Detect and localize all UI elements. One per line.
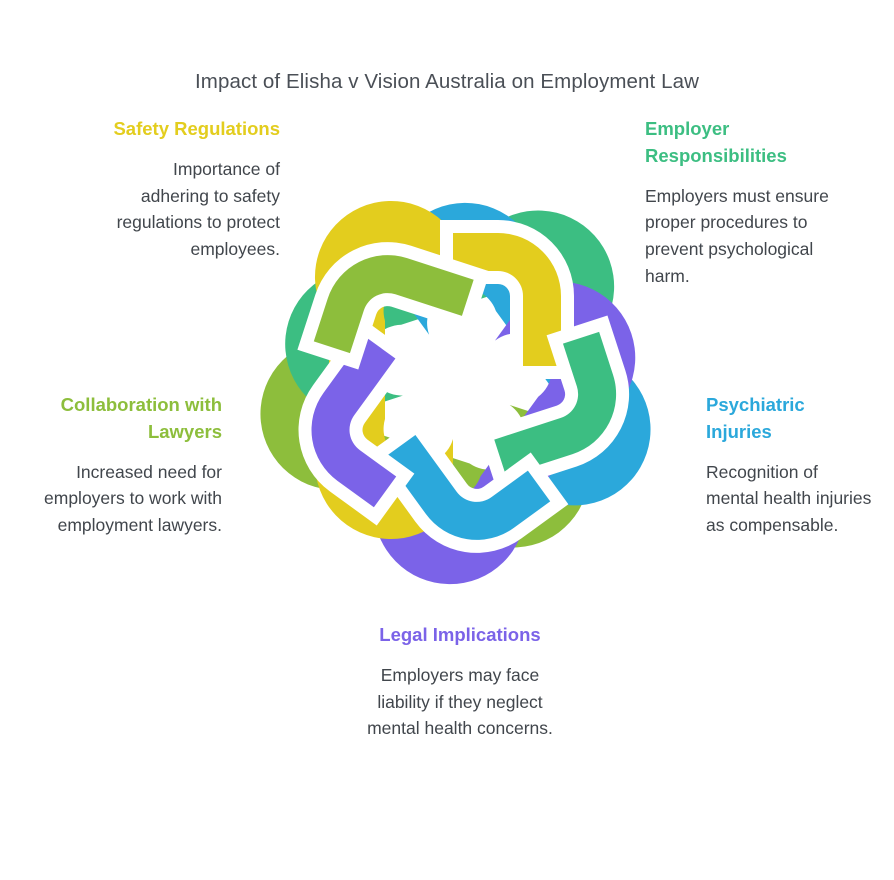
- node-safety-regulations-heading: Safety Regulations: [113, 118, 280, 139]
- node-legal-implications-body: Employers may face liability if they neg…: [367, 664, 553, 739]
- node-employer-responsibilities-heading: Employer Responsibilities: [645, 118, 787, 166]
- ribbon-psych-front: [366, 416, 569, 553]
- node-psychiatric-injuries-heading: Psychiatric Injuries: [706, 394, 805, 442]
- node-collaboration-with-lawyers: Collaboration with Lawyers Increased nee…: [20, 392, 222, 539]
- node-safety-regulations-body: Importance of adhering to safety regulat…: [116, 158, 280, 260]
- node-legal-implications-heading: Legal Implications: [379, 624, 541, 645]
- node-employer-responsibilities: Employer Responsibilities Employers must…: [645, 116, 830, 290]
- ribbon-legal-front: [298, 318, 415, 526]
- node-psychiatric-injuries-body: Recognition of mental health injuries as…: [706, 461, 872, 536]
- node-employer-responsibilities-body: Employers must ensure proper procedures …: [645, 185, 829, 286]
- ribbon-safety-front: [440, 220, 574, 379]
- ribbon-collab-front: [297, 242, 491, 370]
- page-title: Impact of Elisha v Vision Australia on E…: [195, 69, 699, 93]
- node-psychiatric-injuries: Psychiatric Injuries Recognition of ment…: [706, 392, 874, 539]
- ribbon-employer-front: [477, 315, 630, 493]
- node-safety-regulations: Safety Regulations Importance of adherin…: [112, 116, 280, 263]
- node-legal-implications: Legal Implications Employers may face li…: [357, 622, 563, 742]
- knot-front-layer: [297, 220, 630, 553]
- node-collaboration-with-lawyers-body: Increased need for employers to work wit…: [44, 461, 222, 536]
- node-collaboration-with-lawyers-heading: Collaboration with Lawyers: [60, 394, 222, 442]
- interlocking-knot-diagram: [213, 138, 703, 628]
